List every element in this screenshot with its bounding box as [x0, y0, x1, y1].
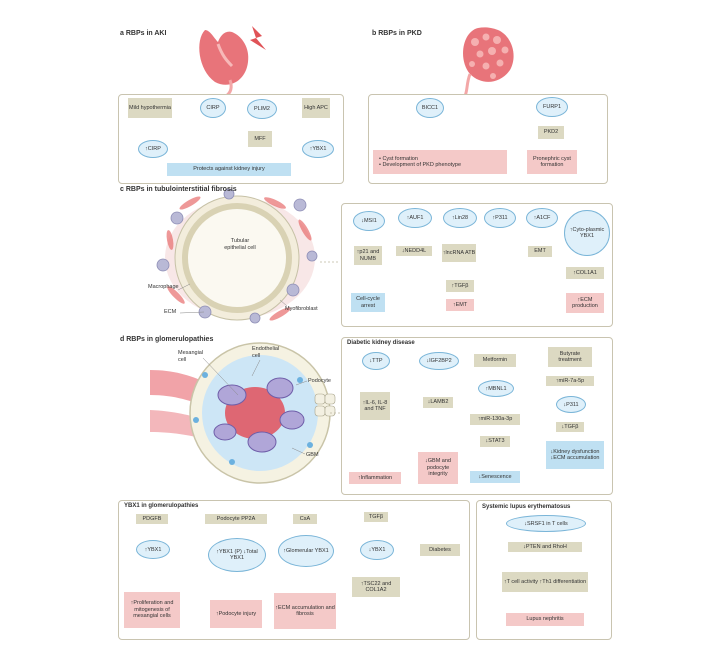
podocyte-injury-box: ↑Podocyte injury — [210, 600, 262, 628]
tubular-cell-label: Tubular epithelial cell — [224, 238, 256, 251]
a1cf-oval: ↑A1CF — [526, 208, 558, 228]
panel-a-title: a RBPs in AKI — [120, 30, 167, 37]
tgfb-down-box: ↓TGFβ — [556, 422, 584, 432]
panel-c-title: c RBPs in tubulointerstitial fibrosis — [120, 186, 237, 193]
lncrna-atb-box: ↑lncRNA ATB — [442, 244, 476, 262]
ybx1-title: YBX1 in glomerulopathies — [124, 503, 199, 509]
col1a1-box: ↑COL1A1 — [566, 267, 604, 279]
mir130-box: ↑miR-130a-3p — [470, 414, 520, 425]
podocyte-label: Podocyte — [308, 378, 331, 384]
senescence-box: ↓Senescence — [470, 471, 520, 483]
kidney-aki-illustration — [199, 26, 266, 98]
ecm-production-box: ↑ECM production — [566, 293, 604, 313]
emt-up-box: ↑EMT — [446, 299, 474, 311]
pkd-outcome-box: • Cyst formation • Development of PKD ph… — [373, 150, 507, 174]
il6-box: ↑IL-6, IL-8 and TNF — [360, 392, 390, 420]
tubule-illustration — [156, 188, 318, 324]
kidney-dysfunction-box: ↓Kidney dysfunction ↓ECM accumulation — [546, 441, 604, 469]
mild-hypothermia-box: Mild hypothermia — [128, 98, 172, 118]
srsf1-oval: ↓SRSF1 in T cells — [506, 515, 586, 532]
tgfb-plain-box: TGFβ — [364, 512, 388, 522]
sle-title: Systemic lupus erythematosus — [482, 504, 571, 510]
high-apc-box: High APC — [302, 98, 330, 118]
cirp-oval: CIRP — [200, 98, 226, 118]
ybx1-up-oval: ↑YBX1 — [136, 540, 170, 559]
p311-down-oval: ↓P311 — [556, 396, 586, 413]
lupus-nephritis-box: Lupus nephritis — [506, 613, 584, 626]
tsc22-box: ↑TSC22 and COL1A2 — [352, 577, 400, 597]
pkd2-box: PKD2 — [538, 126, 564, 139]
cirp-up-oval: ↑CIRP — [138, 140, 168, 158]
ecm-fibrosis-box: ↑ECM accumulation and fibrosis — [274, 593, 336, 629]
proliferation-box: ↑Proliferation and mitogenesis of mesang… — [124, 592, 180, 628]
dkd-title: Diabetic kidney disease — [347, 340, 415, 346]
panel-d-title: d RBPs in glomerulopathies — [120, 336, 214, 343]
gbm-integrity-box: ↓GBM and podocyte integrity — [418, 452, 458, 484]
csa-box: CsA — [293, 514, 317, 524]
lin28-oval: ↑Lin28 — [443, 208, 477, 228]
stat3-box: ↓STAT3 — [480, 436, 510, 447]
pronephric-cyst-box: Pronephric cyst formation — [527, 150, 577, 174]
diabetes-box: Diabetes — [420, 544, 460, 556]
cell-cycle-arrest-box: Cell-cycle arrest — [351, 293, 385, 312]
furp1-oval: FURP1 — [536, 97, 568, 117]
p21-numb-box: ↑p21 and NUMB — [354, 246, 382, 265]
pten-box: ↓PTEN and RhoH — [508, 542, 582, 552]
mbnl1-oval: ↑MBNL1 — [478, 380, 514, 397]
igf2bp2-oval: ↓IGF2BP2 — [419, 352, 459, 370]
nedd4l-box: ↓NEDD4L — [396, 246, 432, 256]
ybx1-up-oval: ↑YBX1 — [302, 140, 334, 158]
auf1-oval: ↑AUF1 — [398, 208, 432, 228]
mir7a-box: ↑miR-7a-5p — [546, 376, 594, 386]
podocyte-pp2a-box: Podocyte PP2A — [205, 514, 267, 524]
emt-box: EMT — [528, 246, 552, 257]
kidney-pkd-illustration — [462, 27, 514, 99]
butyrate-box: Butyrate treatment — [548, 347, 592, 367]
tgfb-box: ↑TGFβ — [446, 280, 474, 292]
gbm-label: GBM — [306, 452, 319, 458]
metformin-box: Metformin — [474, 354, 516, 367]
macrophage-label: Macrophage — [148, 284, 179, 290]
plim2-oval: PLIM2 — [247, 99, 277, 119]
lamb2-box: ↓LAMB2 — [423, 397, 453, 408]
p311-oval: ↑P311 — [484, 208, 516, 228]
lightning-icon — [250, 26, 266, 50]
panel-b-title: b RBPs in PKD — [372, 30, 422, 37]
mff-box: MFF — [248, 131, 272, 147]
protects-kidney-box: Protects against kidney injury — [167, 163, 291, 176]
cytoplasmic-ybx1-oval: ↑Cyto-plasmic YBX1 — [564, 210, 610, 256]
inflammation-box: ↑Inflammation — [349, 472, 401, 484]
myofibroblast-label: Myofibroblast — [285, 306, 318, 312]
cyst-formation-text: • Cyst formation — [379, 155, 418, 162]
glomerulus-illustration — [150, 342, 336, 484]
ttp-oval: ↓TTP — [362, 352, 390, 370]
ybx1-down-oval: ↓YBX1 — [360, 540, 394, 560]
msi1-oval: ↓MSI1 — [353, 211, 385, 231]
glomerular-ybx1-oval: ↑Glomerular YBX1 — [278, 535, 334, 567]
mesangial-cell-label: Mesangial cell — [178, 350, 204, 363]
tcell-box: ↑T cell activity ↑Th1 differentiation — [502, 572, 588, 592]
pdgfb-box: PDGFB — [136, 514, 168, 524]
ybx1-p-oval: ↑YBX1 (P) ↓Total YBX1 — [208, 538, 266, 572]
ecm-label: ECM — [164, 309, 177, 315]
pkd-phenotype-text: • Development of PKD phenotype — [379, 162, 462, 168]
endothelial-cell-label: Endothelial cell — [252, 346, 280, 359]
bicc1-oval: BICC1 — [416, 98, 444, 118]
